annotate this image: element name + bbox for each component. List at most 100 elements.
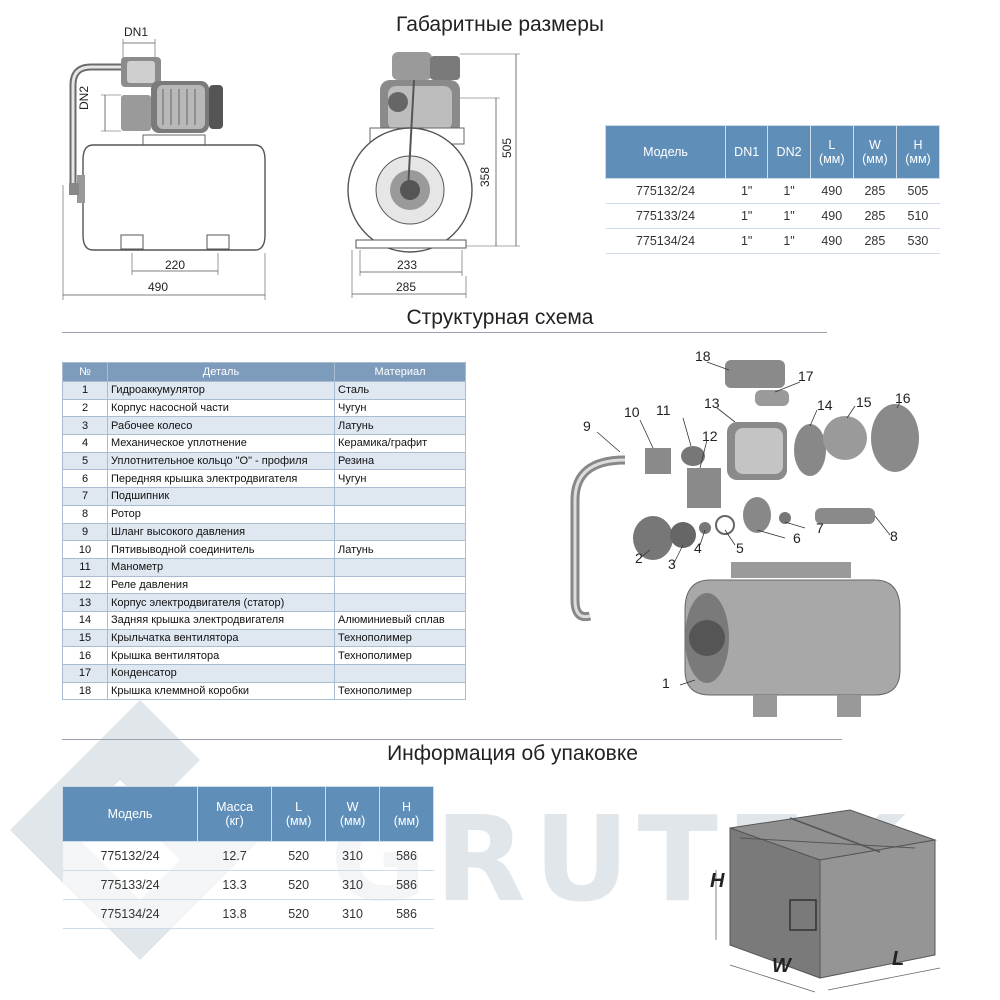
drawing-front-view (347, 52, 520, 298)
callout-label-6: 6 (793, 530, 801, 546)
callout-label-12: 12 (702, 428, 718, 444)
pack-header-w: W (мм) (325, 786, 381, 842)
table-cell: 586 (379, 841, 434, 871)
box-label-h: H (710, 870, 725, 892)
table-cell: 520 (271, 899, 326, 929)
dim-label-358: 358 (478, 166, 492, 187)
table-cell: 1" (767, 178, 811, 204)
callout-label-3: 3 (668, 556, 676, 572)
table-cell: Механическое уплотнение (107, 434, 335, 453)
dims-header-model: Модель (605, 125, 726, 179)
table-cell: 12 (62, 575, 108, 595)
parts-table-header: № Деталь Материал (62, 362, 466, 382)
callout-label-2: 2 (635, 550, 643, 566)
packaging-table-header: Модель Масса (кг) L (мм) W (мм) H (мм) (62, 786, 434, 842)
callout-label-16: 16 (895, 390, 911, 406)
callout-label-1: 1 (662, 675, 670, 691)
table-cell: 9 (62, 522, 108, 542)
table-cell: 2 (62, 398, 108, 418)
table-cell: 15 (62, 628, 108, 648)
table-cell: Чугун (334, 469, 466, 489)
table-cell: 1" (725, 228, 768, 254)
callout-label-5: 5 (736, 540, 744, 556)
callout-label-17: 17 (798, 368, 814, 384)
table-cell: Крыльчатка вентилятора (107, 628, 335, 648)
table-cell: 775134/24 (62, 899, 198, 929)
table-cell: Технополимер (334, 681, 466, 701)
table-cell: 5 (62, 451, 108, 471)
dims-header-w: W (мм) (852, 125, 897, 179)
package-box-illustration (715, 809, 941, 993)
box-label-l: L (892, 948, 905, 970)
dim-label-285: 285 (396, 280, 417, 294)
dim-label-dn1: DN1 (124, 25, 149, 39)
table-cell: 505 (896, 178, 940, 204)
table-cell: 1" (725, 203, 768, 229)
table-cell: Алюминиевый сплав (334, 610, 466, 630)
table-cell: 18 (62, 681, 108, 701)
table-cell (334, 593, 466, 612)
table-cell: Корпус электродвигателя (статор) (107, 593, 335, 612)
table-cell: 16 (62, 646, 108, 665)
table-cell: Передняя крышка электродвигателя (107, 469, 335, 489)
dimensions-table-header: Модель DN1 DN2 L (мм) W (мм) H (мм) (605, 125, 941, 179)
table-cell: 310 (325, 841, 380, 871)
dims-header-dn2: DN2 (767, 125, 811, 179)
callout-label-4: 4 (694, 540, 702, 556)
table-cell: Керамика/графит (334, 434, 466, 453)
callout-label-8: 8 (890, 528, 898, 544)
dim-label-220: 220 (165, 258, 186, 272)
table-cell: Реле давления (107, 575, 335, 595)
table-cell: 775133/24 (62, 870, 198, 900)
table-cell: Рабочее колесо (107, 416, 335, 436)
dims-header-dn1: DN1 (724, 125, 769, 179)
dims-header-h: H (мм) (895, 125, 941, 179)
table-cell: 775134/24 (605, 228, 726, 254)
table-cell: 10 (62, 540, 108, 559)
table-cell: Задняя крышка электродвигателя (107, 610, 335, 630)
box-label-w: W (772, 955, 791, 977)
table-cell: 13 (62, 593, 108, 612)
table-cell: Латунь (334, 416, 466, 436)
table-cell: 8 (62, 504, 108, 524)
table-cell: 490 (810, 228, 854, 254)
table-cell: Сталь (334, 381, 466, 400)
table-cell: Чугун (334, 398, 466, 418)
table-cell: 13.8 (197, 899, 272, 929)
callout-label-18: 18 (695, 348, 711, 364)
table-cell: 586 (379, 870, 434, 900)
callout-label-10: 10 (624, 404, 640, 420)
table-cell: 1" (725, 178, 768, 204)
table-cell (334, 487, 466, 506)
table-cell: Пятивыводной соединитель (107, 540, 335, 559)
table-cell: Латунь (334, 540, 466, 559)
table-cell: 11 (62, 557, 108, 577)
packaging-table: Модель Масса (кг) L (мм) W (мм) H (мм) 7… (62, 786, 434, 929)
dim-label-233: 233 (397, 258, 418, 272)
divider-1 (62, 332, 827, 333)
exploded-pump-diagram (570, 360, 919, 717)
table-cell: Ротор (107, 504, 335, 524)
table-cell: Резина (334, 451, 466, 471)
dim-label-490: 490 (148, 280, 169, 294)
table-cell: 285 (853, 203, 897, 229)
parts-header-number: № (62, 362, 108, 382)
table-row: 775132/24 1" 1" 490 285 505 (605, 178, 940, 204)
table-cell: Конденсатор (107, 664, 335, 683)
table-cell: Крышка вентилятора (107, 646, 335, 665)
table-cell: 775132/24 (62, 841, 198, 871)
table-row: 775133/24 1" 1" 490 285 510 (605, 203, 940, 229)
dimensions-table: Модель DN1 DN2 L (мм) W (мм) H (мм) 7751… (605, 125, 941, 254)
table-cell: 13.3 (197, 870, 272, 900)
